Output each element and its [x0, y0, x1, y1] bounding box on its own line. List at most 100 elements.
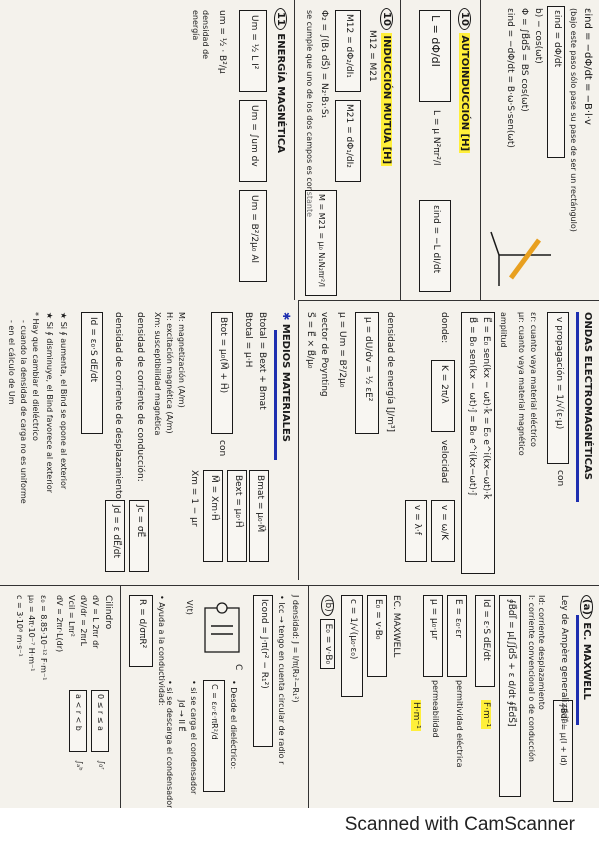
- m-note: M: magnetización (A/m): [177, 312, 186, 408]
- energia-mag-title: 11 ENERGÍA MAGNÉTICA: [274, 8, 287, 153]
- medios-heading: MEDIOS MATERIALES: [280, 323, 291, 442]
- capacitor-circuit-icon: [204, 602, 240, 653]
- densidad-text: densidad de energía [J/m³]: [385, 312, 395, 433]
- k-box: K = 2π/λ: [431, 360, 455, 432]
- notes-sheet: εind = −dΦ/dt = −B·l·v (bajo este paso s…: [0, 0, 599, 808]
- cap-box: C = ε₀·ε·πR²/d: [203, 680, 225, 792]
- note-2: ★ Si ∮ disminuye, el Bind favorece al ex…: [45, 312, 54, 493]
- ondas-underline: [576, 312, 579, 502]
- m21-box: M21 = dΦ₁/dI₂: [335, 100, 361, 182]
- units2: H·m⁻¹: [410, 700, 421, 731]
- btot3-box: Btot = μ₀(M⃗ + H⃗): [211, 312, 233, 434]
- faraday-formula: εind = −dΦ/dt = −B·l·v: [582, 8, 593, 125]
- vol: Vcil = Lπr²: [67, 595, 76, 637]
- ondas-con: con: [555, 470, 565, 487]
- er-note: εr: cuanto vaya material eléctrico: [529, 312, 538, 447]
- mcon-box: M⃗ = Xm·H⃗: [203, 470, 223, 562]
- eq-mu-box: μ = μ₀·μr: [423, 595, 443, 677]
- densidad-jc: J densidad: J = I/π(R₂²−R₁²): [291, 595, 300, 703]
- vlambda-box: v = λ·f: [405, 500, 427, 562]
- note-5: - en el cálculo de Um: [7, 320, 16, 405]
- faraday-formula-boxed: εind = dΦ/dt: [552, 10, 562, 68]
- id-formula-box: Id = ε·S dE/dt: [475, 595, 495, 687]
- k-formula: K = 2π/λ: [439, 365, 449, 404]
- autoinduccion-heading: AUTOINDUCCIÓN [H]: [459, 33, 470, 154]
- dv1: dV = L 2πr dr: [91, 595, 100, 649]
- autoinduccion-title: 10 AUTOINDUCCIÓN [H]: [458, 8, 471, 154]
- faraday-flux: Φ = ∫B⃗dS⃗ = BS cos(ωt): [519, 8, 529, 112]
- circ-note: • Icc → tengo en cuenta circular de radi…: [277, 595, 286, 765]
- m12-equal: M12 = M21: [367, 30, 377, 82]
- b-field: B⃗ = B₀ sen(kx − ωt)·ĵ = B₀ e^i(kx−ωt)·ĵ: [467, 317, 477, 496]
- ampere-formula: ∮B⃗dl⃗ = μ(I + Id): [559, 704, 568, 766]
- u-box: μ = dU/dv = ½ εE²: [355, 312, 379, 434]
- cond-a-box: 0 ≤ r ≤ a: [91, 690, 109, 752]
- energia-side-note1: densidad de: [201, 10, 210, 60]
- desde-label: • Desde el dieléctrico:: [229, 680, 238, 770]
- m12-formula: M12 = dΦ₂/dI₁: [344, 14, 354, 78]
- um3-formula: Um = B²/2μ₀ Al: [249, 195, 259, 264]
- id-formula: Id = ε·S dE/dt: [481, 599, 491, 661]
- L-solenoid: L = μ N²πr²/l: [431, 110, 441, 166]
- units1: F·m⁻¹: [480, 700, 491, 730]
- vlambda-formula: v = λ·f: [412, 505, 422, 535]
- section-number: 10: [380, 8, 393, 30]
- cargando-note: • si se carga el condensador: [189, 680, 198, 795]
- jc-box: Jc = σE⃗: [129, 500, 149, 572]
- divider-line: [120, 585, 121, 808]
- eq-c: c = 1/√(μ₀·ε₀): [348, 599, 358, 660]
- u-b: μ = Um = B²/2μ₀: [337, 312, 347, 388]
- cond-b: a < r < b: [74, 694, 83, 731]
- propagacion-formula: v propagación = 1/√(ε·μ): [554, 317, 564, 430]
- xm: Xm = 1 − μr: [189, 470, 199, 527]
- maxwell-underline: [576, 615, 579, 725]
- eq-e-box: E = ε₀·εr: [447, 595, 467, 677]
- divider-line: [480, 0, 481, 300]
- bmat: Bmat = μ₀·M⃗: [255, 475, 265, 533]
- id-note2: I: corriente convencional o de conducció…: [527, 595, 536, 762]
- note-3: * Hay que cambiar el dieléctrico: [31, 312, 40, 441]
- int-b: ∫ₐᵇ: [75, 760, 84, 771]
- ampere-box: ∮B⃗dl⃗ = μ(I + Id): [553, 700, 573, 802]
- faraday-note: (bajo este paso sólo pase su pase de ser…: [569, 8, 578, 232]
- units2-text: H·m⁻¹: [411, 700, 421, 731]
- poynting-label: vector de Poynting: [319, 312, 329, 397]
- id: Id = ε₀·S dE/dt: [88, 317, 98, 383]
- m12-box: M12 = dΦ₂/dI₁: [335, 10, 361, 92]
- divider-line: [298, 300, 299, 580]
- dv2: dV/dr = 2πrL: [79, 595, 88, 647]
- icond: Icond = J·π(r² − R₁²): [259, 599, 269, 689]
- mur-note: μr: cuanto vaya material magnético: [517, 312, 526, 456]
- jd-label2: densidad de corriente de desplazamiento: [113, 312, 123, 499]
- fem-formula: εind = −L dI/dt: [431, 205, 441, 274]
- velocidad-label: velocidad: [439, 440, 449, 484]
- eq-b: E₀ = v·B₀: [373, 599, 383, 640]
- mutua-phi: Φ₂ = ∫(B₁ dS⃗) = N₂·B₁·S₁: [319, 10, 329, 119]
- star-icon: ✱: [280, 312, 291, 321]
- densidad-label: densidad de energía [J/m³]: [384, 312, 395, 432]
- v-box: v = ω/K: [431, 500, 455, 562]
- btotal: Btotal = Bext + Bmat: [257, 312, 267, 410]
- energia-mag-heading: ENERGÍA MAGNÉTICA: [275, 33, 286, 154]
- rotated-notes-plane: εind = −dΦ/dt = −B·l·v (bajo este paso s…: [0, 0, 599, 808]
- L-formula: L = dΦ/dI: [429, 15, 442, 67]
- units1-text: F·m⁻¹: [481, 700, 491, 730]
- u-formula: μ = dU/dv = ½ εE²: [363, 317, 373, 402]
- divider-line: [0, 585, 599, 586]
- maxwell-heading: EC. MAXWELL: [581, 622, 592, 700]
- bext-box: Bext = μ₀·H⃗: [227, 470, 247, 562]
- divider-line: [400, 0, 401, 300]
- x-note: Xm: susceptibilidad magnética: [153, 312, 162, 436]
- scanner-watermark: Scanned with CamScanner: [344, 814, 575, 835]
- eq-b-box: E₀ = v·B₀: [367, 595, 387, 677]
- jd-box: Jd = ε dE⃗/dt: [105, 500, 125, 572]
- r-formula: R = d/σπR²: [137, 599, 147, 649]
- ondas-title: ONDAS ELECTROMAGNÉTICAS: [582, 312, 593, 480]
- donde-label: donde:: [439, 312, 449, 344]
- note-4: - cuando la densidad de carga no es unif…: [19, 320, 28, 504]
- eq-b2: E₀ = v·B₀: [320, 618, 335, 670]
- section-letter: (b): [321, 595, 334, 616]
- divider-line: [299, 300, 599, 301]
- jd-arrow: Jd → II E⃗: [177, 700, 186, 732]
